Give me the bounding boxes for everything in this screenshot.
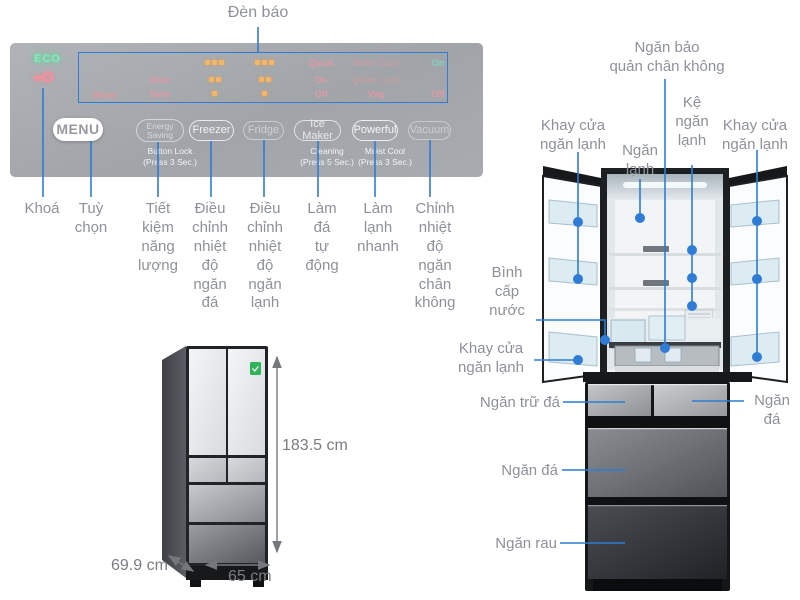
- ice-drawer-small: [654, 384, 727, 416]
- indicator-save: Save: [149, 89, 171, 99]
- fridge-bottom-drawer: [189, 525, 265, 563]
- left-door-bins: [548, 199, 598, 367]
- indicator-off: Off: [314, 89, 328, 99]
- indicator-door: Door: [149, 75, 171, 85]
- width-dimension: 65 cm: [228, 568, 272, 585]
- callout-quick-cool: Làm lạnh nhanh: [357, 200, 399, 255]
- vegetable-drawer: [588, 505, 727, 579]
- vacuum-tab: [664, 347, 682, 363]
- callout-lock: Khoá: [24, 200, 60, 217]
- callout-ice-compartment-right: Ngăn đá: [754, 392, 790, 428]
- interior-light: [623, 182, 707, 188]
- freezer-button: Freezer: [189, 120, 234, 141]
- indicator-vacuum-on: On: [431, 58, 445, 68]
- callout-ice-storage: Ngăn trữ đá: [479, 394, 560, 411]
- shelf: [609, 253, 721, 256]
- indicator-lamp-box: Water Door Save Quick On Off Moist Cool …: [78, 52, 448, 103]
- callout-door-tray-right: Khay cửa ngăn lạnh: [722, 117, 788, 153]
- fridge-foot: [190, 580, 201, 587]
- ice-maker-button: Ice Maker: [294, 118, 341, 141]
- indicator-moist-cool: Moist Cool: [353, 58, 399, 68]
- fridge-door-left: [189, 349, 226, 455]
- led-indicator-1: [262, 91, 267, 96]
- button-lock-sublabel: Button Lock (Press 3 Sec.): [143, 146, 197, 167]
- ice-drawer-large: [588, 428, 727, 497]
- vacuum-button: Vacuum: [408, 121, 451, 140]
- indicator-quick-cool: Quick Cool: [352, 75, 400, 85]
- interior-wall-left: [607, 200, 615, 370]
- vacuum-tab: [634, 347, 652, 363]
- led-indicator-2: [209, 77, 221, 82]
- cabinet-bottom-band: [583, 372, 752, 382]
- callout-vacuum-compartment: Ngăn bảo quản chân không: [609, 39, 725, 75]
- powerful-button: Powerful: [352, 120, 398, 141]
- right-door-bins: [730, 199, 780, 367]
- vacuum-rail: [615, 366, 719, 372]
- fridge-button: Fridge: [243, 121, 284, 140]
- height-dimension: 183.5 cm: [282, 437, 348, 454]
- led-indicator-3: [255, 60, 274, 65]
- indicator-quick: Quick: [308, 58, 334, 68]
- energy-saving-button: Energy Saving: [136, 119, 184, 142]
- callout-door-tray-bottom: Khay cửa ngăn lạnh: [458, 340, 524, 376]
- ice-storage-drawer: [588, 384, 651, 416]
- callout-fridge-shelf: Kệ ngăn lạnh: [675, 94, 709, 149]
- divider-band: [585, 416, 730, 428]
- interior-wall-right: [715, 200, 723, 370]
- moist-cool-sublabel: Moist Cool (Press 3 Sec.): [358, 146, 412, 167]
- callout-options: Tuỳ chọn: [74, 200, 108, 236]
- interior-bin: [648, 315, 686, 341]
- open-fridge-illustration: [542, 166, 788, 591]
- callout-fridge-temp: Điều chỉnh nhiệt độ ngăn lạnh: [247, 200, 283, 312]
- indicator-lamps-title: Đèn báo: [227, 4, 289, 21]
- callout-energy-saving: Tiết kiệm năng lượng: [138, 200, 178, 274]
- fridge-small-drawer-right: [228, 458, 265, 482]
- indicator-on: On: [314, 75, 328, 85]
- shelf: [609, 287, 721, 290]
- depth-dimension: 69.9 cm: [111, 557, 168, 574]
- callout-fridge-compartment: Ngăn lạnh: [622, 142, 658, 178]
- callout-door-tray-left: Khay cửa ngăn lạnh: [540, 117, 606, 153]
- cleaning-sublabel: Cleaning (Press 5 Sec.): [300, 146, 354, 167]
- callout-vacuum-temp: Chỉnh nhiệt độ ngăn chân không: [414, 200, 456, 312]
- fridge-small-drawer-left: [189, 458, 226, 482]
- fridge-side-panel: [162, 346, 186, 578]
- indicator-vacuum-off: Off: [431, 89, 445, 99]
- callout-auto-ice: Làm đá tự động: [305, 200, 339, 274]
- fridge-mid-drawer: [189, 485, 265, 522]
- trim: [588, 505, 727, 507]
- control-panel: ECO Water Door Save Quick On Off Moist C…: [10, 43, 483, 177]
- led-indicator-2: [259, 77, 271, 82]
- indicator-veg: Veg: [367, 89, 385, 99]
- lower-base: [593, 579, 722, 591]
- left-door-top-edge: [543, 166, 601, 186]
- energy-label-icon: [250, 362, 261, 375]
- indicator-water: Water: [92, 90, 118, 100]
- callout-vegetable-compartment: Ngăn rau: [495, 535, 557, 552]
- fridge-foot: [253, 580, 264, 587]
- shelf-handle: [643, 246, 669, 252]
- callout-ice-compartment: Ngăn đá: [501, 462, 558, 479]
- closed-fridge-illustration: [162, 346, 268, 587]
- callout-freezer-temp: Điều chỉnh nhiệt độ ngăn đá: [192, 200, 228, 312]
- led-indicator-3: [205, 60, 224, 65]
- divider-band: [585, 497, 730, 505]
- led-indicator-1: [212, 91, 217, 96]
- shelf-handle: [643, 280, 669, 286]
- right-door-top-edge: [729, 166, 787, 186]
- eco-indicator-icon: ECO: [34, 53, 61, 65]
- trim: [588, 428, 727, 430]
- key-icon: [34, 71, 54, 83]
- trim: [588, 384, 727, 386]
- callout-water-tank: Bình cấp nước: [489, 264, 525, 319]
- menu-button: MENU: [53, 118, 103, 141]
